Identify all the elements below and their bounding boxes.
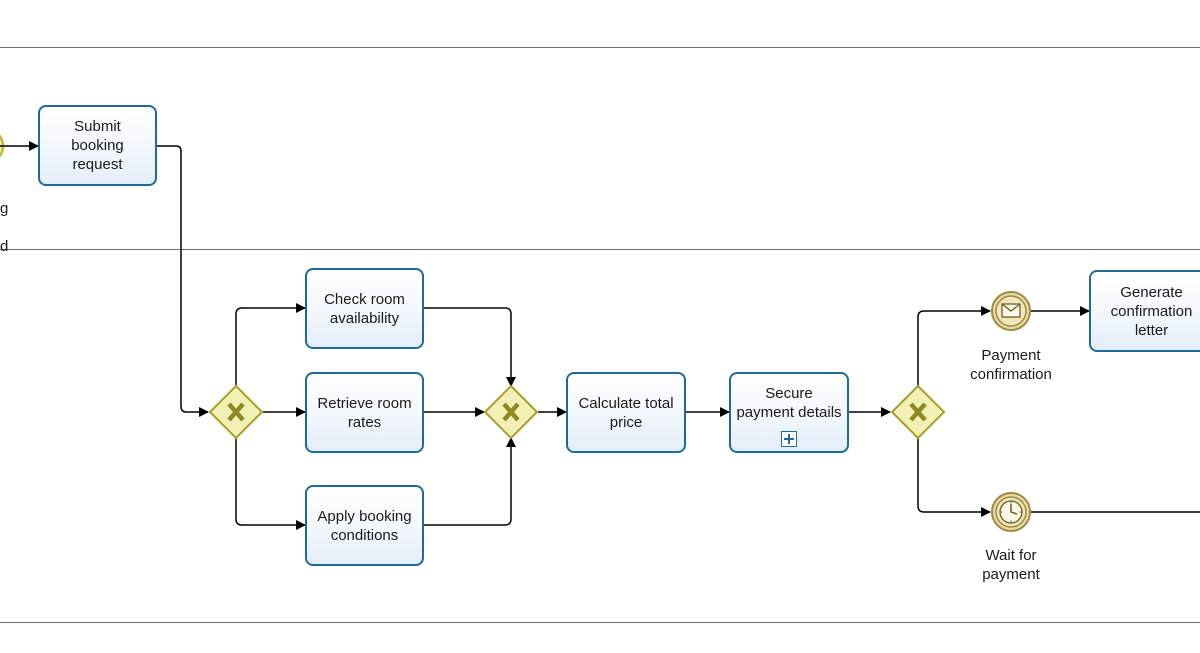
flow-gateway-to-message[interactable]: [917, 306, 991, 388]
pool-bottom-border: [0, 622, 1200, 623]
plus-icon[interactable]: [781, 431, 797, 447]
start-event-label-fragment: g d: [0, 180, 8, 256]
task-check-room-availability[interactable]: Check room availability: [305, 268, 424, 349]
subprocess-label: Secure payment details: [736, 384, 842, 421]
start-event-label-line1: g: [0, 200, 9, 217]
message-event[interactable]: [991, 291, 1031, 331]
pool-top-border: [0, 47, 1200, 48]
flow-split-to-check[interactable]: [235, 303, 306, 388]
task-retrieve-room-rates[interactable]: Retrieve room rates: [305, 372, 424, 453]
flow-apply-to-join[interactable]: [424, 437, 516, 526]
flow-submit-to-split[interactable]: [157, 145, 209, 417]
task-calculate-total-price[interactable]: Calculate total price: [566, 372, 686, 453]
lane-divider: [0, 249, 1200, 250]
clock-icon: [999, 500, 1023, 524]
task-generate-confirmation-letter[interactable]: Generate confirmation letter: [1089, 270, 1200, 352]
split-gateway[interactable]: [208, 384, 264, 440]
payment-gateway[interactable]: [890, 384, 946, 440]
task-submit-booking-request[interactable]: Submit booking request: [38, 105, 157, 186]
join-gateway[interactable]: [483, 384, 539, 440]
exclusive-x-icon: [502, 402, 520, 422]
timer-event[interactable]: [991, 492, 1031, 532]
flow-check-to-join[interactable]: [424, 307, 516, 387]
wait-for-payment-label: Wait for payment: [982, 547, 1040, 583]
envelope-icon: [1001, 303, 1021, 318]
task-apply-booking-conditions[interactable]: Apply booking conditions: [305, 485, 424, 566]
exclusive-x-icon: [909, 402, 927, 422]
flow-gateway-to-timer[interactable]: [917, 436, 991, 517]
payment-confirmation-label: Payment confirmation: [970, 347, 1052, 383]
start-event-label-line2: d: [0, 238, 9, 255]
flow-split-to-apply[interactable]: [235, 436, 306, 530]
exclusive-x-icon: [227, 402, 245, 422]
subprocess-secure-payment-details[interactable]: Secure payment details: [729, 372, 849, 453]
